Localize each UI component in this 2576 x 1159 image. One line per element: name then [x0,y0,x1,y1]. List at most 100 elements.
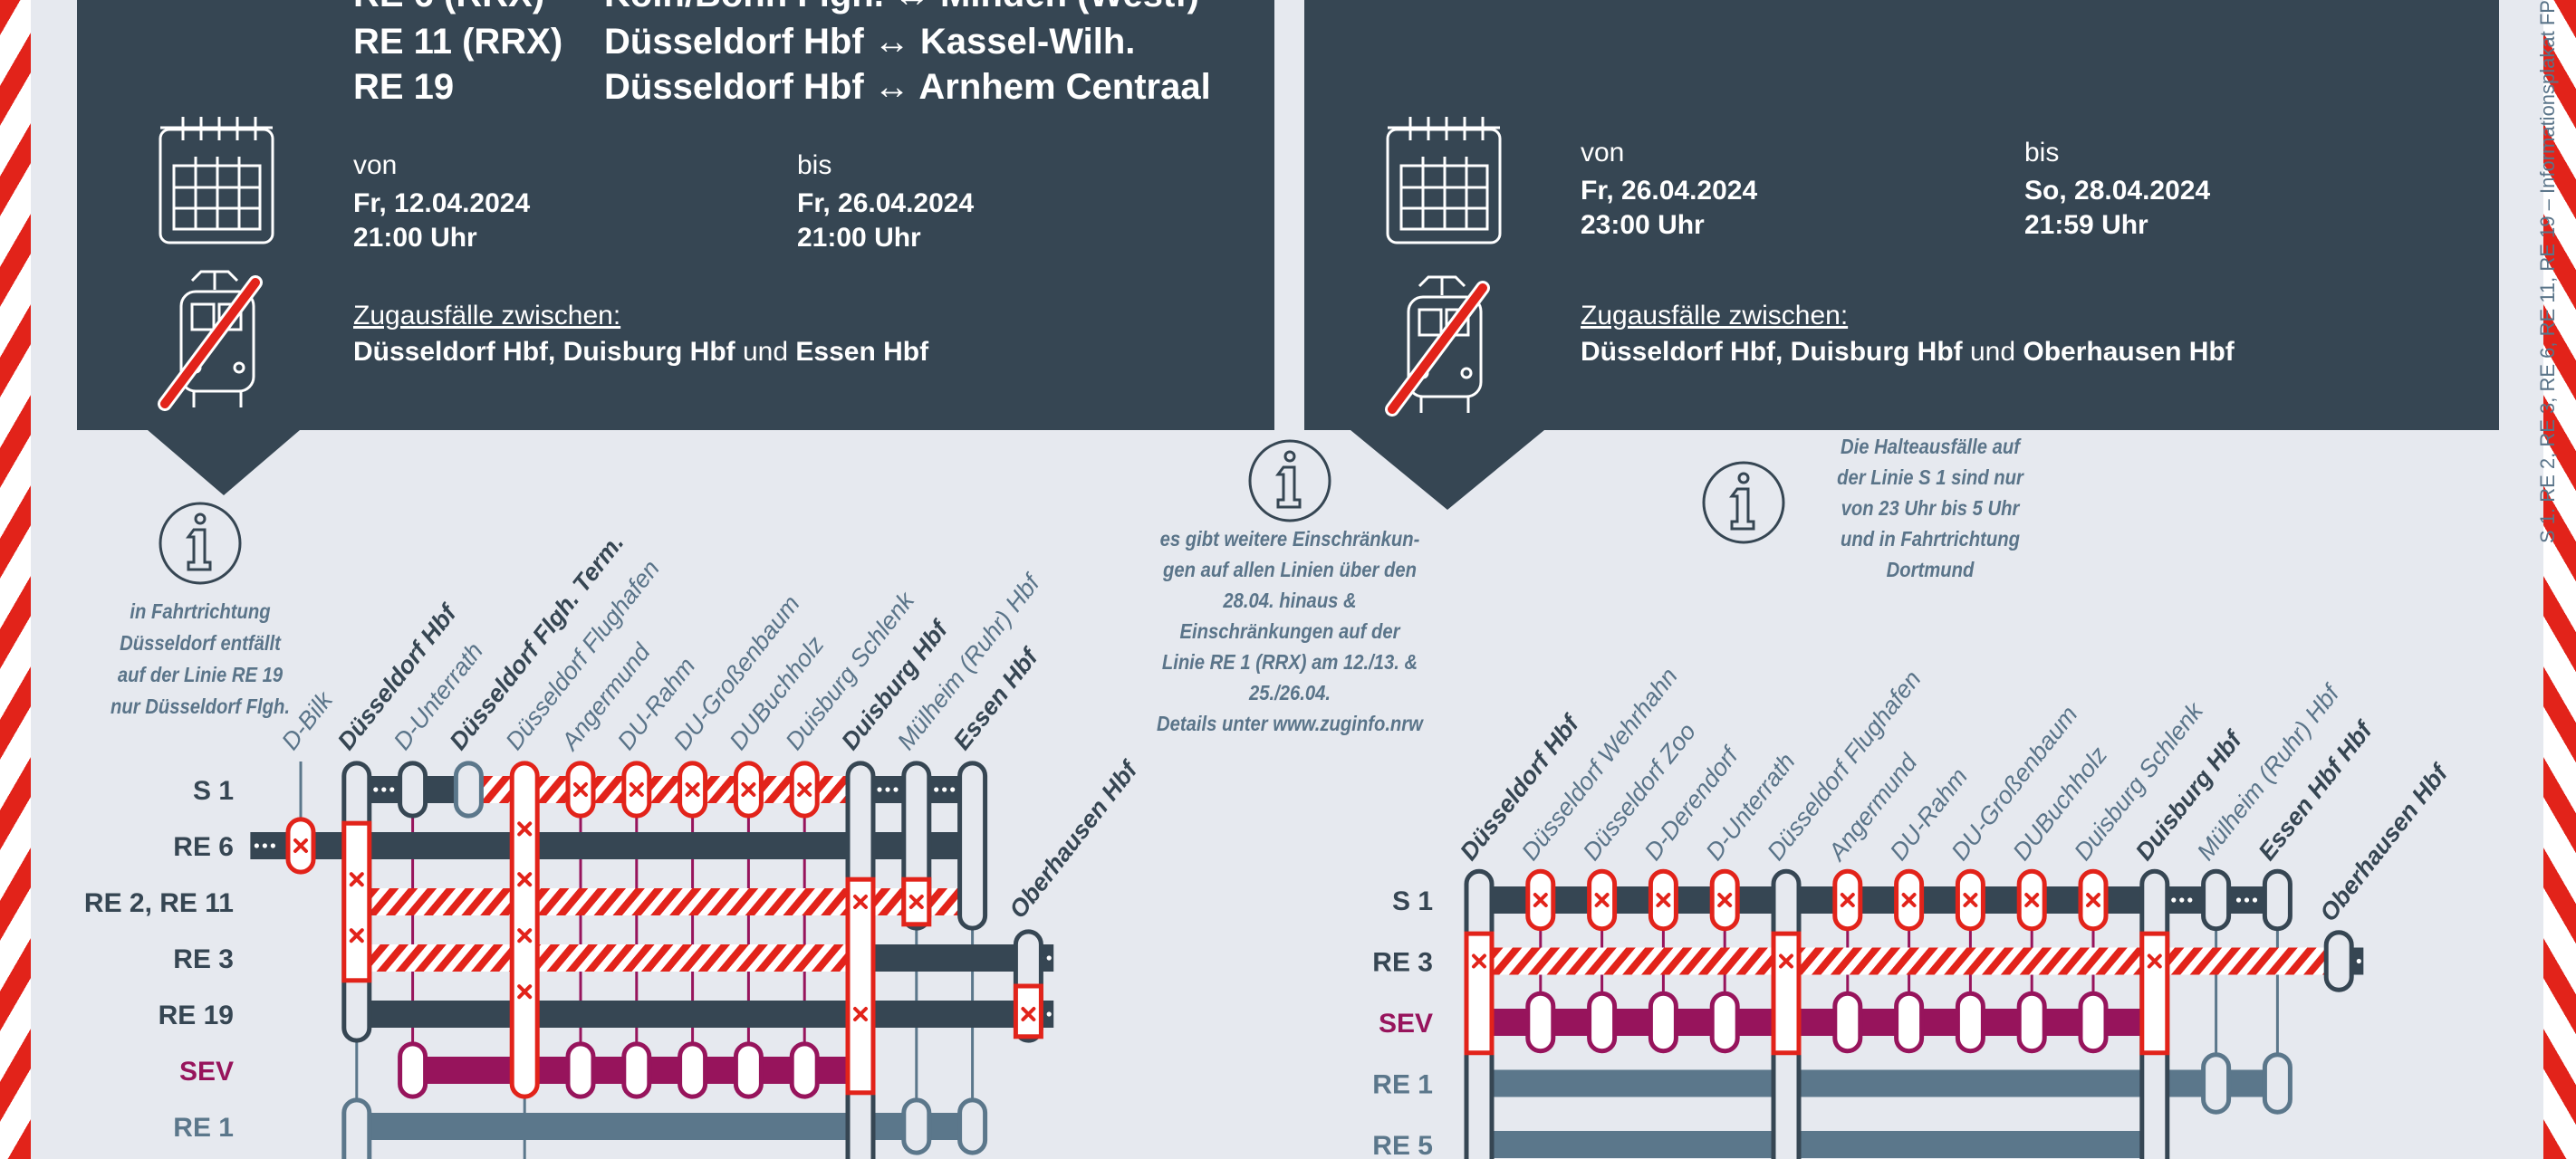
train-cancelled-icon [158,270,263,411]
line-bar [1479,947,2340,975]
note-line: Dortmund [1886,558,1975,581]
note-line: 25./26.04. [1248,681,1331,704]
cancel-and: und [1962,337,2023,367]
line-bar [1479,1009,2155,1036]
to-time: 21:00 Uhr [797,223,921,253]
note-line: 28.04. hinaus & [1223,589,1357,612]
to-date: Fr, 26.04.2024 [797,188,975,218]
station-stop [2262,1052,2292,1115]
cancelled-segment [2139,931,2170,1056]
continuation-dot [885,787,890,792]
cancel-x-icon [629,782,644,797]
station-stop [957,1097,988,1155]
note-line: gen auf allen Linien über den [1162,558,1418,581]
continuation-dot [2171,897,2177,903]
continuation-dot [2179,897,2185,903]
station-stop [1709,991,1740,1054]
left-info-panel: RE 6 (RRX) Köln/Bonn Flgh. ↔ Minden (Wes… [77,0,1274,430]
continuation-dot [942,787,947,792]
continuation-dot [2356,958,2361,964]
note-line: es gibt weitere Einschränkun- [1159,527,1420,551]
continuation-dot [2244,897,2250,903]
cancel-and: und [735,337,796,367]
continuation-dot [2235,897,2242,903]
cancel-x-icon [1901,893,1917,907]
station-stop [733,1041,764,1099]
cancel-x-icon [573,782,588,797]
station-stop [2201,868,2232,932]
station-stop [1648,991,1678,1054]
station-stop [1832,991,1863,1054]
cancel-heading: Zugausfälle zwischen: [1581,301,1849,330]
continuation-dot [934,787,939,792]
cancel-x-icon [517,984,533,1000]
station-stop [1894,991,1925,1054]
from-date: Fr, 26.04.2024 [1581,176,1758,206]
hazard-stripe-right [2543,0,2576,1159]
note-line: in Fahrtrichtung [130,599,271,623]
line-id: RE 11 (RRX) [353,22,563,62]
station-stop [398,1041,428,1099]
hazard-stripe-left [0,0,31,1159]
cancel-x-icon [1779,953,1793,969]
cancelled-segment [1464,931,1495,1056]
panel-pointer [1350,430,1544,510]
info-icon [1702,461,1785,544]
note-line: und in Fahrtrichtung [1841,527,2020,551]
note-line: nur Düsseldorf Flgh. [111,694,290,718]
continuation-dot [950,787,956,792]
note-line: Einschränkungen auf der [1179,619,1400,643]
line-bar [356,888,973,915]
cancel-x-icon [349,928,364,943]
cancel-stations-b: Essen Hbf [795,337,929,367]
right-info-panel: von Fr, 26.04.2024 23:00 Uhr bis So, 28.… [1304,0,2499,430]
station-stop [2078,991,2109,1054]
cancel-x-icon [1656,893,1671,907]
row-label: RE 6 [173,832,234,862]
info-icon [159,502,242,585]
cancel-x-icon [2024,893,2040,907]
station-label: D-Bilk [276,685,339,754]
station-stop [341,1097,372,1159]
station-stop [2016,991,2047,1054]
cancel-x-icon [1840,893,1855,907]
cancel-x-icon [1533,893,1548,907]
cancel-x-icon [685,782,700,797]
to-time: 21:59 Uhr [2024,210,2148,240]
cancelled-segment [341,820,372,983]
cancel-x-icon [517,872,533,887]
line-bar [1479,886,2155,914]
to-label: bis [797,150,832,180]
station-stop [901,1097,932,1155]
continuation-dot [877,787,882,792]
cancel-stations: Düsseldorf Hbf, Duisburg Hbf und Essen H… [353,337,928,368]
line-bar [356,1001,1054,1028]
continuation-dot [389,787,395,792]
continuation-dot [270,843,275,848]
note-line: von 23 Uhr bis 5 Uhr [1841,496,2020,520]
row-label: SEV [1379,1009,1433,1039]
train-cancelled-icon [1385,275,1490,417]
line-bar [356,944,860,972]
row-label: S 1 [193,776,234,806]
continuation-dot [1046,955,1052,961]
cancel-x-icon [349,872,364,887]
continuation-dot [262,843,267,848]
station-stop [2262,868,2292,932]
from-time: 23:00 Uhr [1581,210,1705,240]
line-bar [356,1113,973,1140]
from-time: 21:00 Uhr [353,223,477,253]
cancel-x-icon [853,1007,868,1021]
line-route: Köln/Bonn Flgh. ↔ Minden (Westf) [604,0,1199,15]
station-label: Essen Hbf Hbf [2253,714,2379,865]
from-label: von [1581,138,1625,168]
cancelled-segment [845,876,876,1096]
note-line: Düsseldorf entfällt [120,631,281,655]
cancel-stations: Düsseldorf Hbf, Duisburg Hbf und Oberhau… [1581,337,2235,368]
station-stop [789,1041,820,1099]
cancel-heading: Zugausfälle zwischen: [353,301,621,330]
line-route: Düsseldorf Hbf ↔ Arnhem Centraal [604,67,1211,107]
